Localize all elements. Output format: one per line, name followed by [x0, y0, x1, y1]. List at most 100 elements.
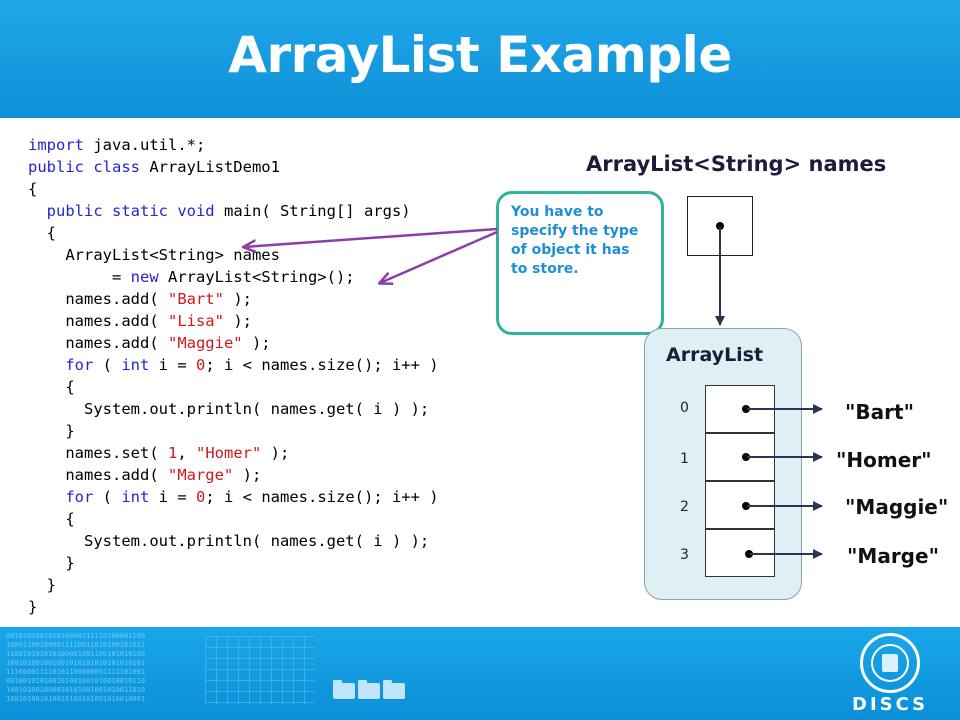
value-label: "Marge"	[847, 544, 939, 568]
code-line: names.add( "Maggie" );	[28, 332, 271, 354]
code-token: }	[28, 576, 56, 594]
callout-bubble	[496, 191, 664, 335]
code-token: main( String[] args)	[214, 202, 411, 220]
cell-dot	[742, 453, 750, 461]
folder-icons	[333, 680, 408, 703]
code-line: System.out.println( names.get( i ) );	[28, 530, 429, 552]
code-line: for ( int i = 0; i < names.size(); i++ )	[28, 354, 439, 376]
code-token: ; i < names.size(); i++ )	[205, 488, 439, 506]
code-token: "Maggie"	[167, 334, 243, 352]
code-line: names.set( 1, "Homer" );	[28, 442, 289, 464]
code-line: public class ArrayListDemo1	[28, 156, 280, 178]
code-token: );	[223, 312, 252, 330]
code-token: "Homer"	[196, 444, 262, 462]
cell-dot	[742, 502, 750, 510]
callout-text: You have to specify the type of object i…	[511, 204, 639, 277]
code-token: int	[121, 488, 150, 506]
code-token: }	[28, 554, 75, 572]
code-line: System.out.println( names.get( i ) );	[28, 398, 429, 420]
code-line: names.add( "Bart" );	[28, 288, 252, 310]
code-token: ; i < names.size(); i++ )	[205, 356, 439, 374]
code-token: import	[28, 136, 84, 154]
code-token: System.out.println( names.get( i ) );	[28, 532, 430, 550]
code-token: "Bart"	[167, 290, 224, 308]
value-label: "Maggie"	[845, 495, 949, 519]
code-token: 0	[196, 488, 206, 506]
code-line: public static void main( String[] args)	[28, 200, 411, 222]
code-line: = new ArrayList<String>();	[28, 266, 355, 288]
index-label: 3	[680, 547, 689, 563]
code-token: ArrayListDemo1	[139, 158, 280, 176]
code-token: );	[233, 466, 262, 484]
code-token: 0	[196, 356, 206, 374]
code-line: for ( int i = 0; i < names.size(); i++ )	[28, 486, 439, 508]
slide-title: ArrayList Example	[228, 26, 732, 84]
code-line: {	[28, 376, 75, 398]
code-token: "Marge"	[167, 466, 234, 484]
code-token: public static void	[46, 202, 215, 220]
code-token: }	[28, 598, 38, 616]
code-token: names.add(	[28, 466, 168, 484]
code-token: names.add(	[28, 290, 168, 308]
grid-decoration	[205, 636, 315, 704]
code-line: {	[28, 222, 56, 244]
code-token: i =	[149, 356, 196, 374]
value-label: "Homer"	[836, 448, 932, 472]
folder-icon	[358, 680, 380, 699]
code-token: }	[28, 422, 75, 440]
cell-dot	[745, 550, 753, 558]
code-token: {	[28, 224, 56, 242]
code-token: );	[242, 334, 271, 352]
footer-band	[0, 627, 960, 720]
code-line: }	[28, 420, 75, 442]
code-line: }	[28, 596, 37, 618]
code-token: {	[28, 180, 38, 198]
code-line: names.add( "Marge" );	[28, 464, 261, 486]
header-band	[0, 0, 960, 118]
code-line: {	[28, 508, 74, 530]
code-line: {	[28, 178, 37, 200]
code-token: (	[93, 356, 122, 374]
code-token: {	[28, 378, 75, 396]
seal-inner-ring	[871, 644, 909, 682]
folder-icon	[383, 680, 405, 699]
index-label: 0	[680, 400, 689, 416]
arraylist-title: ArrayList	[666, 344, 764, 366]
binary-decoration: 001010100101010000111110100001100 100011…	[6, 632, 146, 703]
code-line: }	[28, 552, 75, 574]
code-token: for	[65, 488, 94, 506]
code-token: names.add(	[28, 334, 168, 352]
code-token: 1	[167, 444, 178, 462]
variable-label: ArrayList<String> names	[586, 152, 887, 176]
index-label: 2	[680, 499, 689, 515]
code-line: names.add( "Lisa" );	[28, 310, 252, 332]
callout-arrow	[244, 227, 498, 247]
code-token: new	[130, 268, 159, 286]
code-token: for	[65, 356, 94, 374]
cell-dot	[742, 405, 750, 413]
value-label: "Bart"	[845, 400, 915, 424]
code-token: );	[223, 290, 252, 308]
code-token: (	[93, 488, 122, 506]
code-token: java.util.*;	[84, 136, 206, 154]
code-token: "Lisa"	[167, 312, 224, 330]
callout-arrow	[380, 230, 498, 283]
seal-logo-icon	[860, 633, 920, 693]
code-token: int	[121, 356, 150, 374]
reference-dot	[716, 222, 724, 230]
code-token: i =	[149, 488, 196, 506]
code-token: =	[28, 268, 131, 286]
code-token: ArrayList<String>();	[158, 268, 355, 286]
index-label: 1	[680, 451, 689, 467]
code-token: names.add(	[28, 312, 168, 330]
code-token: );	[261, 444, 290, 462]
code-token: public class	[28, 158, 140, 176]
discs-logo-text: DISCS	[852, 694, 929, 715]
code-line: }	[28, 574, 56, 596]
folder-icon	[333, 680, 355, 699]
code-token: names.set(	[28, 444, 168, 462]
code-line: import java.util.*;	[28, 134, 205, 156]
code-token: ,	[177, 444, 196, 462]
seal-emblem	[882, 654, 898, 672]
